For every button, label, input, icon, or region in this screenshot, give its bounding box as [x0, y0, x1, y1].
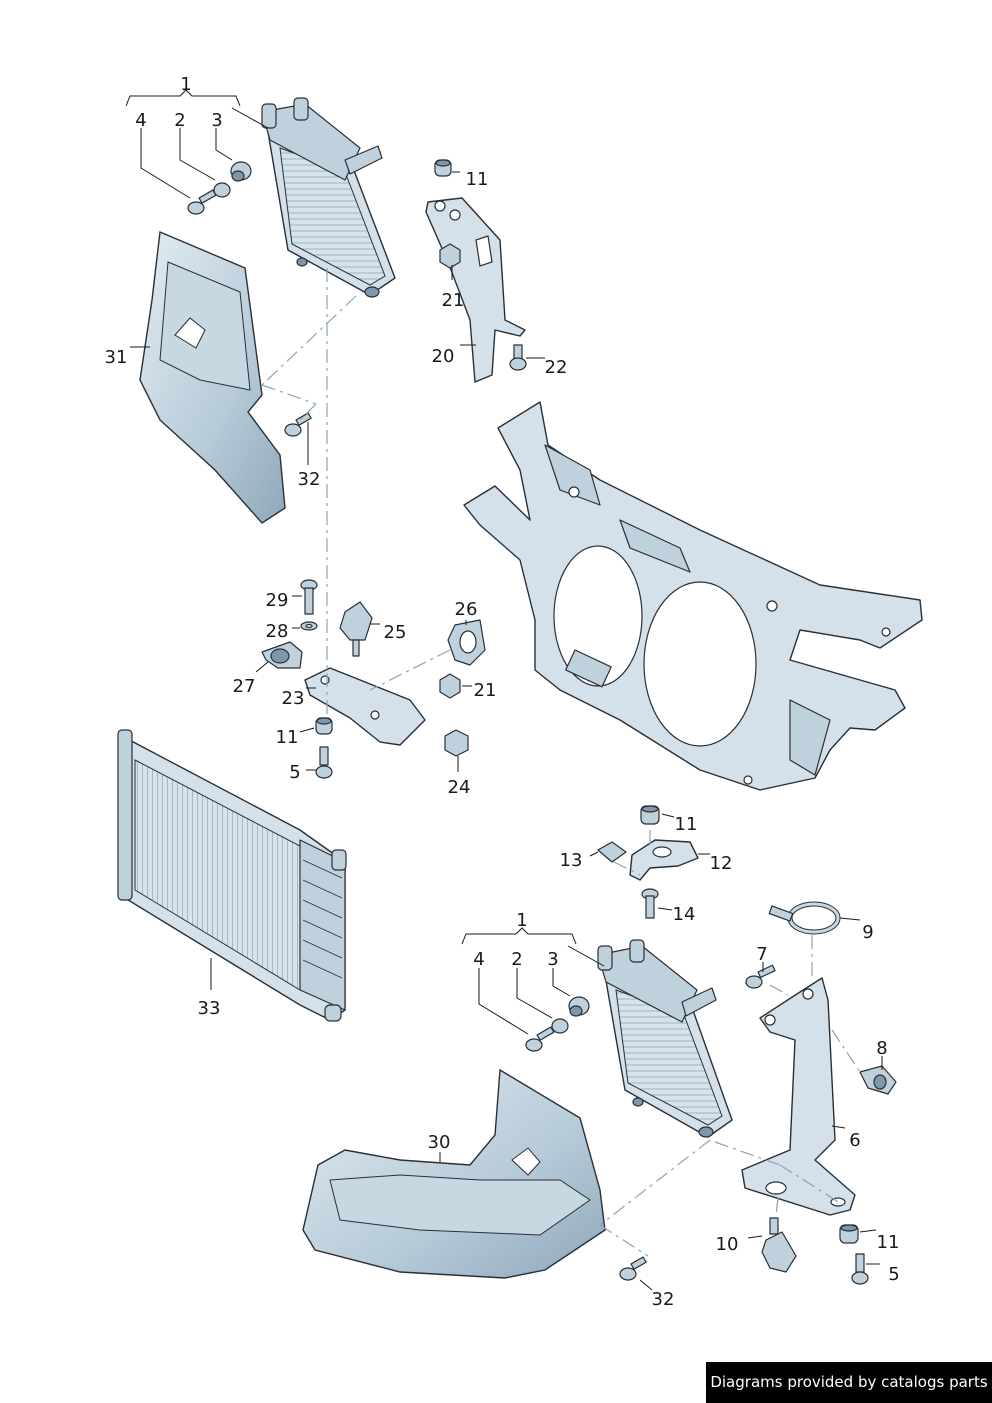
lock-carrier: [463, 401, 923, 791]
callout-21-mid: 21: [474, 680, 497, 701]
bracket-12: [629, 839, 699, 881]
callout-32-bottom: 32: [652, 1289, 675, 1310]
clip-8: [859, 1065, 897, 1095]
grommet-3-bottom: [568, 996, 590, 1017]
callout-3-top: 3: [211, 110, 222, 131]
air-duct-30: [302, 1068, 606, 1279]
callout-31: 31: [105, 347, 128, 368]
callout-5-mid: 5: [289, 762, 300, 783]
radiator-33: [117, 729, 347, 1022]
screw-32-bottom: [619, 1256, 647, 1281]
clip-25: [339, 601, 373, 657]
nut-24: [444, 729, 469, 757]
bolt-22: [509, 344, 527, 371]
callout-26: 26: [455, 599, 478, 620]
callout-9: 9: [862, 922, 873, 943]
grommet-11-top: [434, 159, 452, 177]
callout-10: 10: [716, 1234, 739, 1255]
callout-4-top: 4: [135, 110, 146, 131]
callout-3-bottom: 3: [547, 949, 558, 970]
clip-13: [597, 841, 627, 863]
callout-28: 28: [266, 621, 289, 642]
washer-28: [300, 621, 318, 631]
grommet-3-top: [230, 161, 252, 182]
callout-22: 22: [545, 357, 568, 378]
callout-7: 7: [756, 944, 767, 965]
callout-labels: 1 2 3 4 11 21 20 22 31 32 29 28 25 26 27…: [105, 74, 900, 1310]
callout-32-top: 32: [298, 469, 321, 490]
bolt-4-bottom: [525, 1026, 555, 1052]
clamp-26: [447, 619, 486, 666]
callout-11-mid: 11: [276, 727, 299, 748]
callout-2-top: 2: [174, 110, 185, 131]
callout-2-bottom: 2: [511, 949, 522, 970]
bush-2-top: [213, 182, 231, 198]
bolt-5-bottom: [851, 1253, 869, 1285]
callout-23: 23: [282, 688, 305, 709]
callout-20: 20: [432, 346, 455, 367]
nut-21-top: [439, 243, 461, 269]
callout-1-top: 1: [180, 74, 191, 95]
callout-30: 30: [428, 1132, 451, 1153]
screw-7: [745, 964, 776, 989]
credit-banner: Diagrams provided by catalogs parts: [706, 1362, 992, 1403]
bolt-29: [300, 579, 318, 615]
callout-33: 33: [198, 998, 221, 1019]
assembly-lines: [261, 268, 863, 1257]
callout-11-top: 11: [466, 169, 489, 190]
callout-11-right: 11: [675, 814, 698, 835]
callout-14: 14: [673, 904, 696, 925]
bracket-23: [304, 667, 426, 746]
grommet-11-right: [640, 805, 660, 825]
callout-21-top: 21: [442, 290, 465, 311]
grommet-11-bottom: [839, 1224, 859, 1244]
bush-2-bottom: [551, 1018, 569, 1034]
callout-1-bottom: 1: [516, 910, 527, 931]
oil-cooler-top: [261, 97, 396, 298]
leader-lines: [125, 89, 883, 1291]
callout-24: 24: [448, 777, 471, 798]
callout-11-bottom: 11: [877, 1232, 900, 1253]
bolt-14: [641, 888, 659, 919]
bracket-6: [741, 977, 856, 1216]
air-duct-31: [139, 230, 286, 524]
grommet-11-mid: [315, 717, 333, 735]
callout-6: 6: [849, 1130, 860, 1151]
bolt-4-top: [187, 189, 217, 215]
clip-10: [761, 1217, 797, 1273]
callout-29: 29: [266, 590, 289, 611]
callout-12: 12: [710, 853, 733, 874]
screw-32-top: [284, 412, 312, 437]
callout-4-bottom: 4: [473, 949, 484, 970]
callout-25: 25: [384, 622, 407, 643]
callout-27: 27: [233, 676, 256, 697]
nut-21-mid: [439, 673, 461, 699]
callout-8: 8: [876, 1038, 887, 1059]
callout-5-bottom: 5: [888, 1264, 899, 1285]
bolt-5-mid: [315, 746, 333, 779]
callout-13: 13: [560, 850, 583, 871]
hose-clamp-9: [768, 901, 841, 935]
oil-cooler-bottom: [597, 939, 733, 1138]
clamp-27: [261, 641, 303, 669]
